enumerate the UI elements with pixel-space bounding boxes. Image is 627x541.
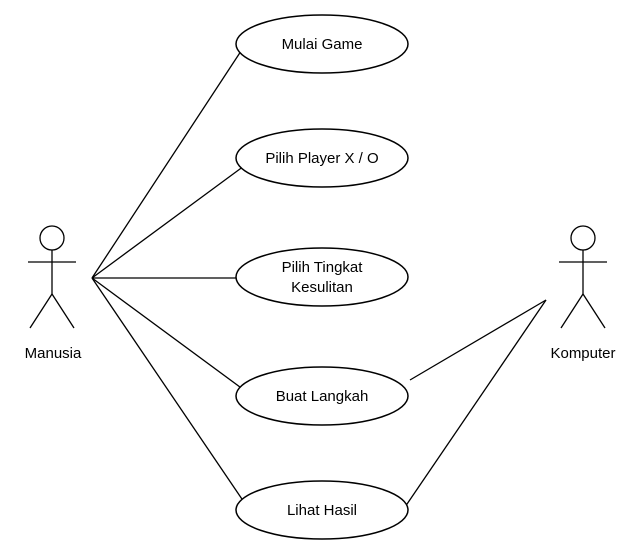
use-case-ellipse — [235, 480, 409, 540]
association-manusia-lihat-hasil — [91, 277, 247, 506]
use-case-ellipse — [235, 128, 409, 188]
use-case-label: Buat Langkah — [276, 388, 369, 405]
use-case-pilih-player: Pilih Player X / O — [235, 128, 409, 188]
actor-manusia: Manusia — [25, 225, 82, 362]
use-case-ellipse — [235, 14, 409, 74]
actor-right-leg — [51, 293, 75, 329]
actor-komputer: Komputer — [550, 225, 616, 362]
use-case-label: Pilih Player X / O — [265, 150, 378, 167]
use-case-pilih-tingkat-kesulitan: Pilih Tingkat Kesulitan — [235, 247, 409, 307]
association-manusia-mulai-game — [91, 44, 246, 279]
use-case-lihat-hasil: Lihat Hasil — [235, 480, 409, 540]
actor-left-leg — [29, 293, 53, 329]
use-case-label-line-1: Pilih Tingkat — [282, 259, 364, 276]
use-case-label: Lihat Hasil — [287, 502, 357, 519]
actor-right-leg — [582, 293, 606, 329]
use-case-label-line-2: Kesulitan — [291, 279, 353, 296]
use-case-mulai-game: Mulai Game — [235, 14, 409, 74]
actor-label: Manusia — [25, 345, 82, 362]
association-manusia-buat-langkah — [91, 277, 245, 391]
use-case-ellipse — [235, 366, 409, 426]
actor-label: Komputer — [550, 345, 615, 362]
association-komputer-lihat-hasil — [404, 299, 547, 508]
use-case-label: Mulai Game — [282, 36, 363, 53]
actor-head — [39, 225, 65, 251]
association-manusia-pilih-player — [91, 165, 245, 279]
use-case-buat-langkah: Buat Langkah — [235, 366, 409, 426]
use-case-ellipse — [235, 247, 409, 307]
association-komputer-buat-langkah — [409, 299, 547, 381]
actor-head — [570, 225, 596, 251]
actor-left-leg — [560, 293, 584, 329]
associations — [91, 44, 547, 508]
